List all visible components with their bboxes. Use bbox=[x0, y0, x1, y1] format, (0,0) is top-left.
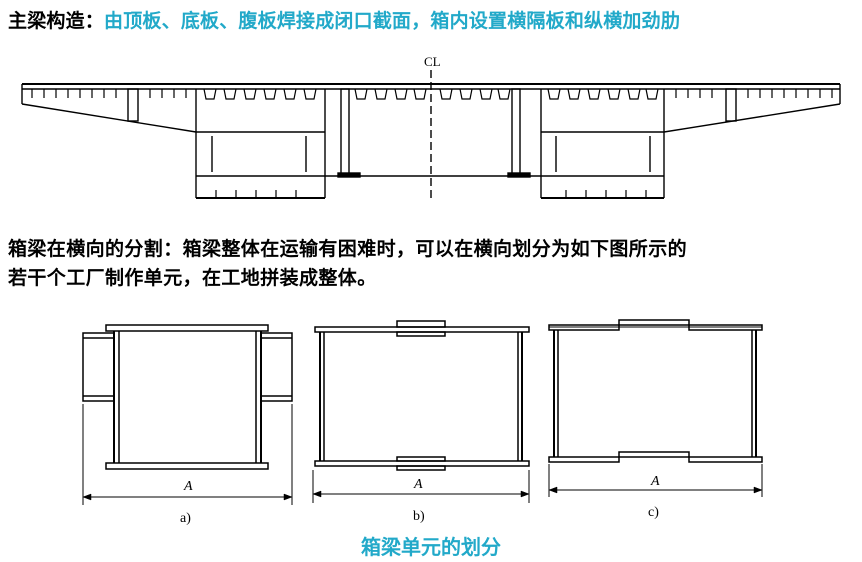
panel-label-a: a) bbox=[180, 511, 191, 526]
intro-line: 主梁构造：由顶板、底板、腹板焊接成闭口截面，箱内设置横隔板和纵横加劲肋 bbox=[8, 6, 680, 33]
box-girder-cross-section bbox=[21, 70, 841, 200]
paragraph-line-2: 若干个工厂制作单元，在工地拼装成整体。 bbox=[8, 267, 377, 289]
division-figure-c bbox=[548, 319, 763, 497]
dimension-label-b: A bbox=[413, 477, 423, 492]
panel-label-c: c) bbox=[648, 505, 659, 520]
division-figure-a bbox=[82, 324, 293, 505]
dimension-label-c: A bbox=[650, 474, 660, 489]
figure-caption: 箱梁单元的划分 bbox=[361, 535, 501, 559]
paragraph-line-1: 箱梁在横向的分割：箱梁整体在运输有困难时，可以在横向划分为如下图所示的 bbox=[8, 238, 688, 260]
centerline-label: CL bbox=[424, 54, 441, 69]
panel-label-b: b) bbox=[413, 509, 425, 524]
dimension-label-a: A bbox=[183, 479, 193, 494]
intro-text: 由顶板、底板、腹板焊接成闭口截面，箱内设置横隔板和纵横加劲肋 bbox=[104, 10, 681, 32]
intro-label: 主梁构造： bbox=[8, 10, 105, 32]
division-figure-b bbox=[312, 320, 530, 503]
